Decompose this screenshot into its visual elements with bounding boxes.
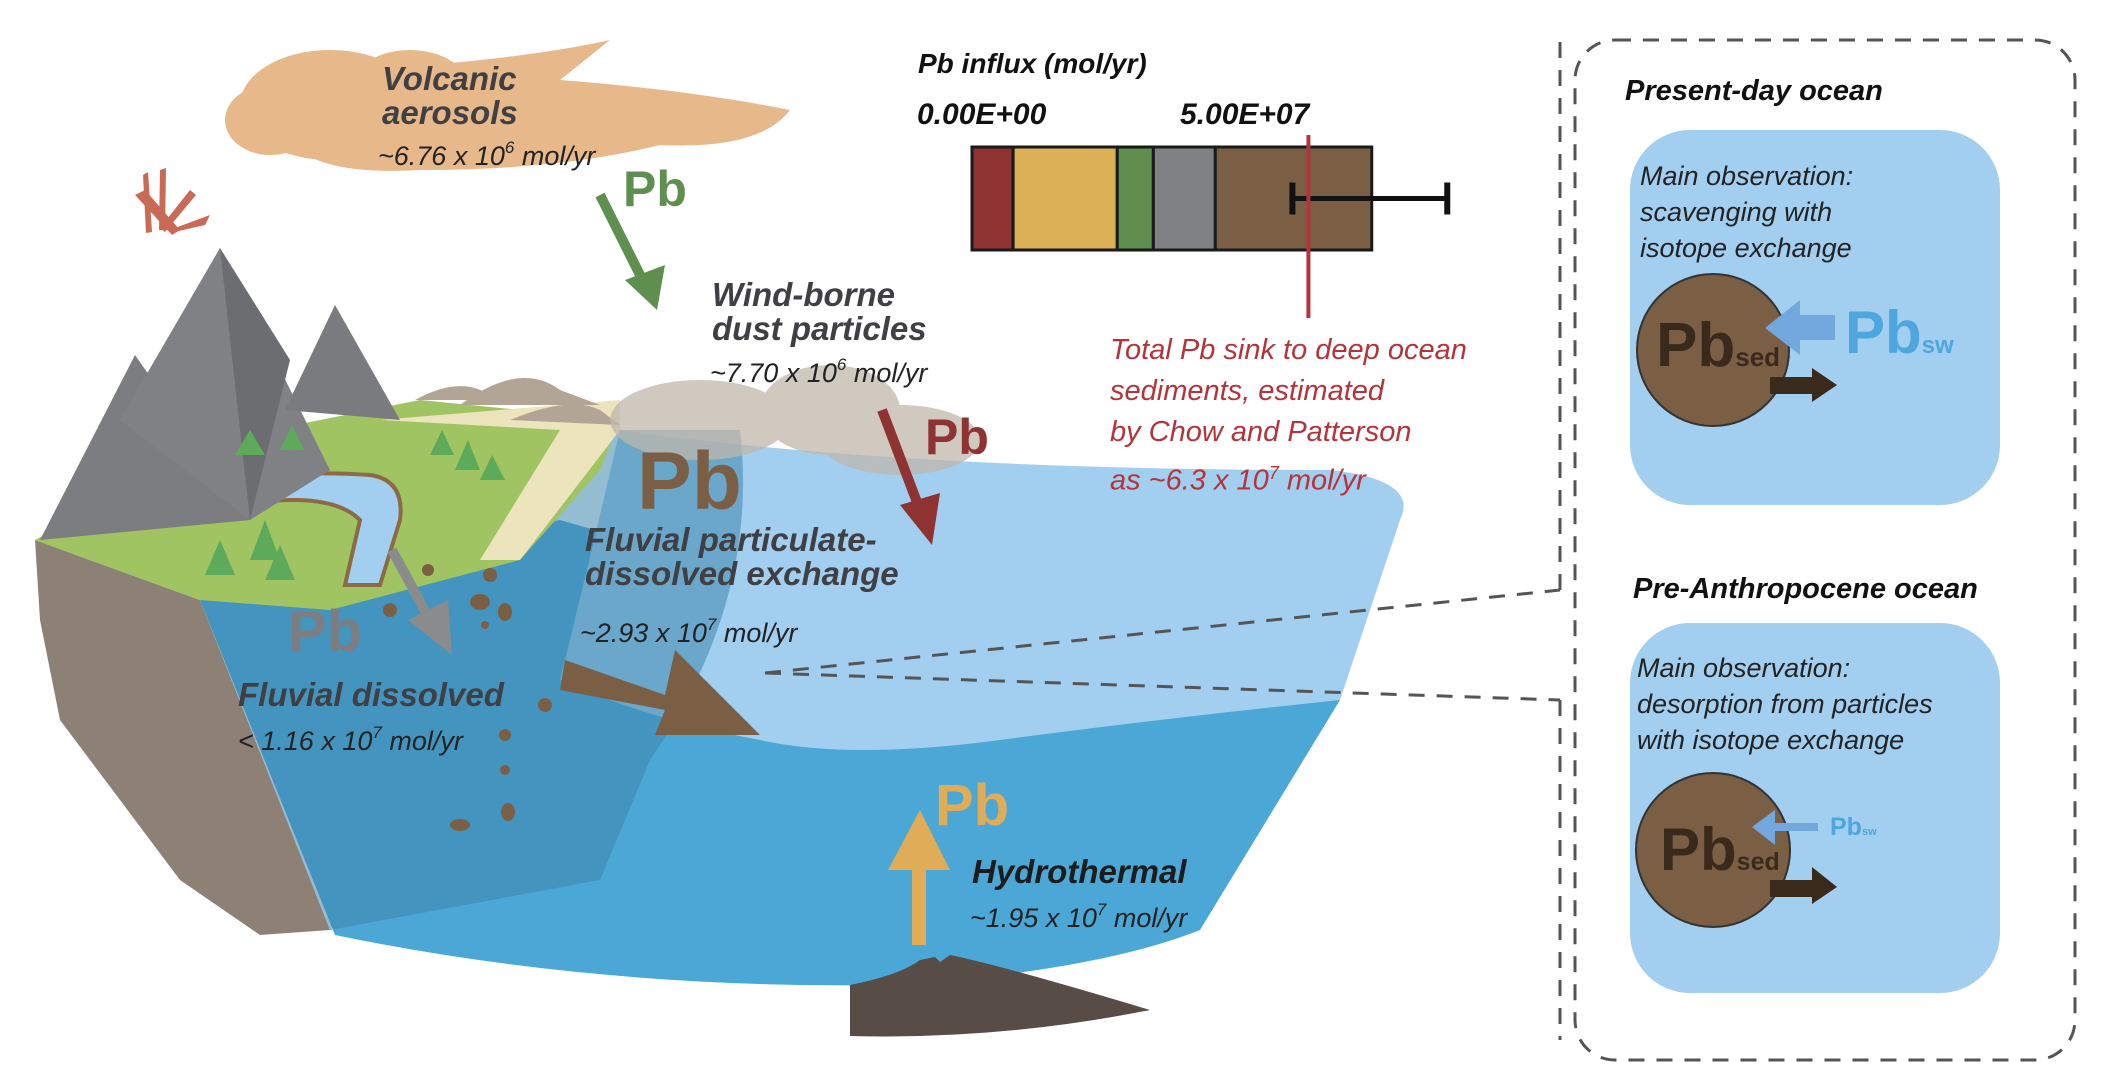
zoom-connectors (764, 40, 1562, 1040)
dust-flux: ~7.70 x 106 mol/yr (710, 352, 927, 388)
mountains (40, 248, 400, 540)
chart-tick-1: 5.00E+07 (1180, 98, 1310, 131)
inset-dashed-frame (1573, 38, 2077, 1062)
fluvial-particulate-flux: ~2.93 x 107 mol/yr (580, 612, 797, 648)
present-scavenging-arrow (1765, 300, 1835, 355)
pre-observation: Main observation: desorption from partic… (1637, 650, 1933, 758)
pre-pbsw-label: Pbsw (1830, 813, 1877, 842)
pbsw-subscript: sw (1861, 826, 1877, 838)
flux-unit: mol/yr (716, 618, 798, 648)
sink-note-line3: by Chow and Patterson (1110, 416, 1412, 448)
sink-value: as ~6.3 x 10 (1110, 464, 1269, 497)
pb-influx-chart (970, 135, 1451, 318)
fluvial-particulate-pb-label: Pb (637, 436, 742, 527)
pre-release-arrow (1770, 867, 1837, 904)
present-panel-title: Present-day ocean (1625, 75, 1883, 107)
pre-obs-line2: desorption from particles (1637, 689, 1933, 719)
beach (380, 400, 620, 560)
arrow-hydrothermal (888, 810, 950, 945)
flux-unit: mol/yr (1106, 903, 1188, 933)
volcanic-title-line2: aerosols (382, 94, 518, 131)
chart-tick-0: 0.00E+00 (917, 98, 1047, 131)
fluvial-dissolved-pb-label: Pb (288, 599, 363, 664)
present-obs-line2: scavenging with (1640, 197, 1833, 227)
pre-panel-title: Pre-Anthropocene ocean (1633, 573, 1978, 605)
flux-unit: mol/yr (846, 358, 928, 388)
dust-title: Wind-borne dust particles (712, 278, 927, 346)
fluvial-particulate-title-line1: Fluvial particulate- (585, 521, 877, 558)
volcano-eruption (135, 168, 210, 235)
pre-obs-line3: with isotope exchange (1637, 725, 1905, 755)
dust-pb-label: Pb (925, 409, 989, 465)
dust-title-line1: Wind-borne (712, 276, 895, 313)
pbsed-text: Pb (1656, 311, 1736, 380)
sink-note-line1: Total Pb sink to deep ocean (1110, 334, 1467, 366)
chart-title: Pb influx (mol/yr) (918, 48, 1147, 79)
pbsw-subscript: sw (1921, 332, 1954, 359)
present-obs-line3: isotope exchange (1640, 233, 1852, 263)
hydrothermal-flux: ~1.95 x 107 mol/yr (970, 897, 1187, 933)
flux-exponent: 7 (706, 615, 717, 634)
sink-exponent: 7 (1268, 463, 1279, 483)
chart-bar-segment-0 (970, 145, 1015, 252)
pbsed-subscript: sed (1735, 342, 1781, 372)
sink-unit: mol/yr (1278, 464, 1366, 497)
flux-value: ~7.70 x 10 (710, 358, 837, 388)
pbsw-text: Pb (1830, 813, 1862, 841)
chart-bar-segment-3 (1151, 145, 1217, 252)
pbsw-text: Pb (1845, 299, 1922, 366)
present-observation: Main observation: scavenging with isotop… (1640, 158, 1853, 266)
sink-note: Total Pb sink to deep ocean sediments, e… (1110, 330, 1467, 502)
pre-pbsed-particle (1635, 772, 1791, 928)
volcanic-cloud (225, 40, 790, 171)
flux-exponent: 6 (836, 355, 847, 374)
flux-unit: mol/yr (381, 726, 463, 756)
flux-exponent: 7 (372, 723, 382, 742)
present-obs-line1: Main observation: (1640, 161, 1854, 191)
arrow-dust (877, 408, 940, 545)
volcanic-pb-label: Pb (623, 161, 687, 217)
chart-bar-segment-1 (1011, 145, 1119, 252)
hydrothermal-pb-label: Pb (935, 773, 1010, 838)
volcanic-flux: ~6.76 x 106 mol/yr (378, 135, 595, 171)
arrow-fluvial-particulate (560, 650, 760, 735)
land-cliff (35, 540, 330, 935)
sink-note-line2: sediments, estimated (1110, 375, 1385, 407)
trees (205, 425, 505, 580)
chart-bar-segment-2 (1115, 145, 1155, 252)
arrow-volcanic (595, 192, 665, 310)
present-pbsw-label: Pbsw (1845, 298, 1954, 367)
fluvial-particulate-title: Fluvial particulate- dissolved exchange (585, 523, 899, 591)
flux-exponent: 7 (1096, 900, 1107, 919)
present-pbsed-particle (1636, 273, 1790, 427)
present-pbsed-label: Pbsed (1656, 310, 1780, 381)
pre-obs-line1: Main observation: (1637, 653, 1851, 683)
dust-cloud (610, 365, 980, 475)
flux-value: ~6.76 x 10 (378, 141, 505, 171)
flux-value: < 1.16 x 10 (238, 726, 373, 756)
flux-value: ~1.95 x 10 (970, 903, 1097, 933)
flux-unit: mol/yr (514, 141, 596, 171)
pre-desorption-arrow (1752, 810, 1818, 845)
flux-value: ~2.93 x 10 (580, 618, 707, 648)
pbsed-text: Pb (1660, 816, 1737, 883)
sink-note-line4: as ~6.3 x 107 mol/yr (1110, 453, 1467, 502)
fluvial-particulate-title-line2: dissolved exchange (585, 555, 899, 592)
flux-exponent: 6 (504, 138, 515, 157)
pbsed-subscript: sed (1736, 848, 1780, 876)
hydrothermal-title: Hydrothermal (972, 853, 1187, 890)
dunes (415, 378, 620, 425)
hydrothermal-vent-mound (850, 955, 1150, 1037)
dust-title-line2: dust particles (712, 310, 927, 347)
fluvial-dissolved-title: Fluvial dissolved (238, 676, 504, 713)
present-release-arrow (1770, 368, 1837, 402)
sediment-particles (383, 564, 552, 831)
volcanic-title: Volcanic aerosols (382, 62, 518, 130)
ocean-surface (560, 430, 1404, 750)
pre-pbsed-label: Pbsed (1660, 815, 1780, 884)
volcanic-title-line1: Volcanic (382, 60, 517, 97)
fluvial-dissolved-flux: < 1.16 x 107 mol/yr (238, 720, 463, 756)
arrow-fluvial-dissolved (387, 547, 452, 655)
